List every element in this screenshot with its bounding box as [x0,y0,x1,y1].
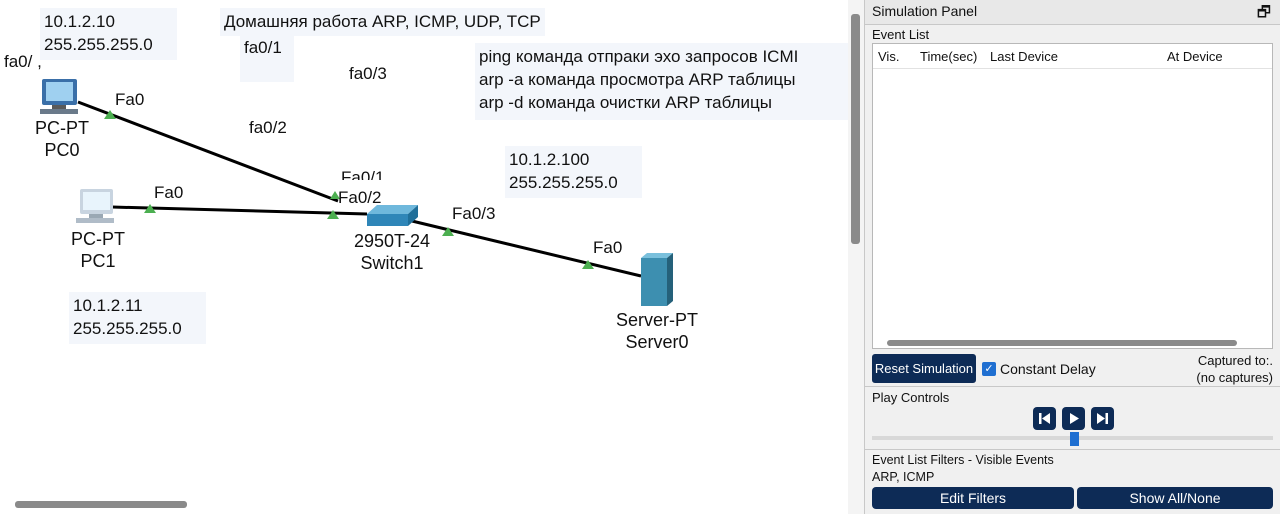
canvas-horizontal-scroll-thumb[interactable] [15,501,187,508]
captured-to-label: Captured to:. [1197,353,1273,368]
pc0-icon [40,79,78,114]
pc0-name: PC0 [44,140,80,160]
simulation-panel-title: Simulation Panel [872,3,978,19]
server-device[interactable] [638,250,676,308]
fa03-label[interactable]: fa0/3 [349,64,387,83]
pc1-name: PC1 [80,251,116,271]
homework-title-note[interactable]: Домашняя работа ARP, ICMP, UDP, TCP [220,8,545,36]
pc0-ip-note[interactable]: 10.1.2.10 255.255.255.0 [40,8,177,60]
port-label-server-fa0: Fa0 [593,238,623,257]
column-time[interactable]: Time(sec) [920,49,978,64]
skip-back-icon [1039,413,1050,424]
server-name: Server0 [625,332,689,352]
port-light-sw-fa03 [442,227,454,236]
port-light-sw-fa02 [327,210,339,219]
edit-filters-button[interactable]: Edit Filters [872,487,1074,509]
pc0-type: PC-PT [35,118,89,138]
playback-speed-thumb[interactable] [1070,432,1079,446]
port-label-sw-fa01: Fa0/1 [341,168,385,180]
fa0-left-label[interactable]: fa0/ , [4,52,42,71]
event-list-table[interactable]: Vis. Time(sec) Last Device At Device [872,43,1273,349]
server-icon [641,253,673,306]
port-light-sw-fa01 [330,191,340,199]
pc1-device[interactable] [74,186,118,226]
port-label-sw-fa02: Fa0/2 [338,188,382,207]
topology-links [40,79,673,306]
network-canvas[interactable]: 10.1.2.10 255.255.255.0 Домашняя работа … [0,0,848,514]
port-label-pc1-fa0: Fa0 [154,183,184,202]
fa01-note-text: fa0/1 [244,38,282,57]
pc1-type: PC-PT [71,229,125,249]
canvas-horizontal-scrollbar[interactable] [0,496,848,514]
link-pc0-switch [77,100,339,203]
port-light-pc1 [144,204,156,213]
fa02-label[interactable]: fa0/2 [249,118,287,137]
switch-device[interactable] [364,202,420,230]
divider [865,449,1280,450]
skip-forward-icon [1097,413,1108,424]
event-list-scroll-thumb[interactable] [887,340,1237,346]
column-vis[interactable]: Vis. [878,49,900,64]
canvas-vertical-scroll-thumb[interactable] [851,14,860,244]
constant-delay-checkbox[interactable]: ✓ [982,362,996,376]
event-filters-label: Event List Filters - Visible Events [872,453,1054,467]
simulation-panel-titlebar: Simulation Panel 🗗 [865,0,1280,25]
port-light-pc0 [104,110,116,119]
column-last-device[interactable]: Last Device [990,49,1058,64]
pc1-ip-note[interactable]: 10.1.2.11 255.255.255.0 [69,292,206,344]
forward-button[interactable] [1091,407,1114,430]
play-button[interactable] [1062,407,1085,430]
column-at-device[interactable]: At Device [1167,49,1223,64]
pc0-device[interactable] [38,76,82,116]
commands-note[interactable]: ping команда отпраки эхо запросов ICMI a… [475,43,848,120]
play-icon [1070,413,1079,424]
switch-icon [367,205,418,226]
port-label-pc0-fa0: Fa0 [115,90,145,109]
divider [865,386,1280,387]
play-controls-label: Play Controls [872,390,950,405]
restore-window-icon[interactable]: 🗗 [1256,4,1271,21]
server-ip-note[interactable]: 10.1.2.100 255.255.255.0 [505,146,642,198]
canvas-vertical-scrollbar[interactable] [848,0,864,514]
fa01-note[interactable]: fa0/1 [240,34,294,82]
link-pc1-switch [111,205,368,216]
show-all-none-button[interactable]: Show All/None [1077,487,1273,509]
pc1-icon [76,189,114,223]
switch-name: Switch1 [360,253,424,273]
event-filters-value: ARP, ICMP [872,470,935,484]
simulation-panel: Simulation Panel 🗗 Event List Vis. Time(… [864,0,1280,514]
server-type: Server-PT [615,310,699,330]
switch-type: 2950T-24 [353,231,431,251]
event-list-label: Event List [872,27,930,42]
port-light-server [582,260,594,269]
constant-delay-label: Constant Delay [1000,361,1096,377]
reset-simulation-button[interactable]: Reset Simulation [872,354,976,383]
no-captures-label: (no captures) [1196,370,1273,385]
event-list-header: Vis. Time(sec) Last Device At Device [873,44,1272,69]
back-button[interactable] [1033,407,1056,430]
link-switch-server [411,219,642,278]
port-label-sw-fa03: Fa0/3 [452,204,496,223]
